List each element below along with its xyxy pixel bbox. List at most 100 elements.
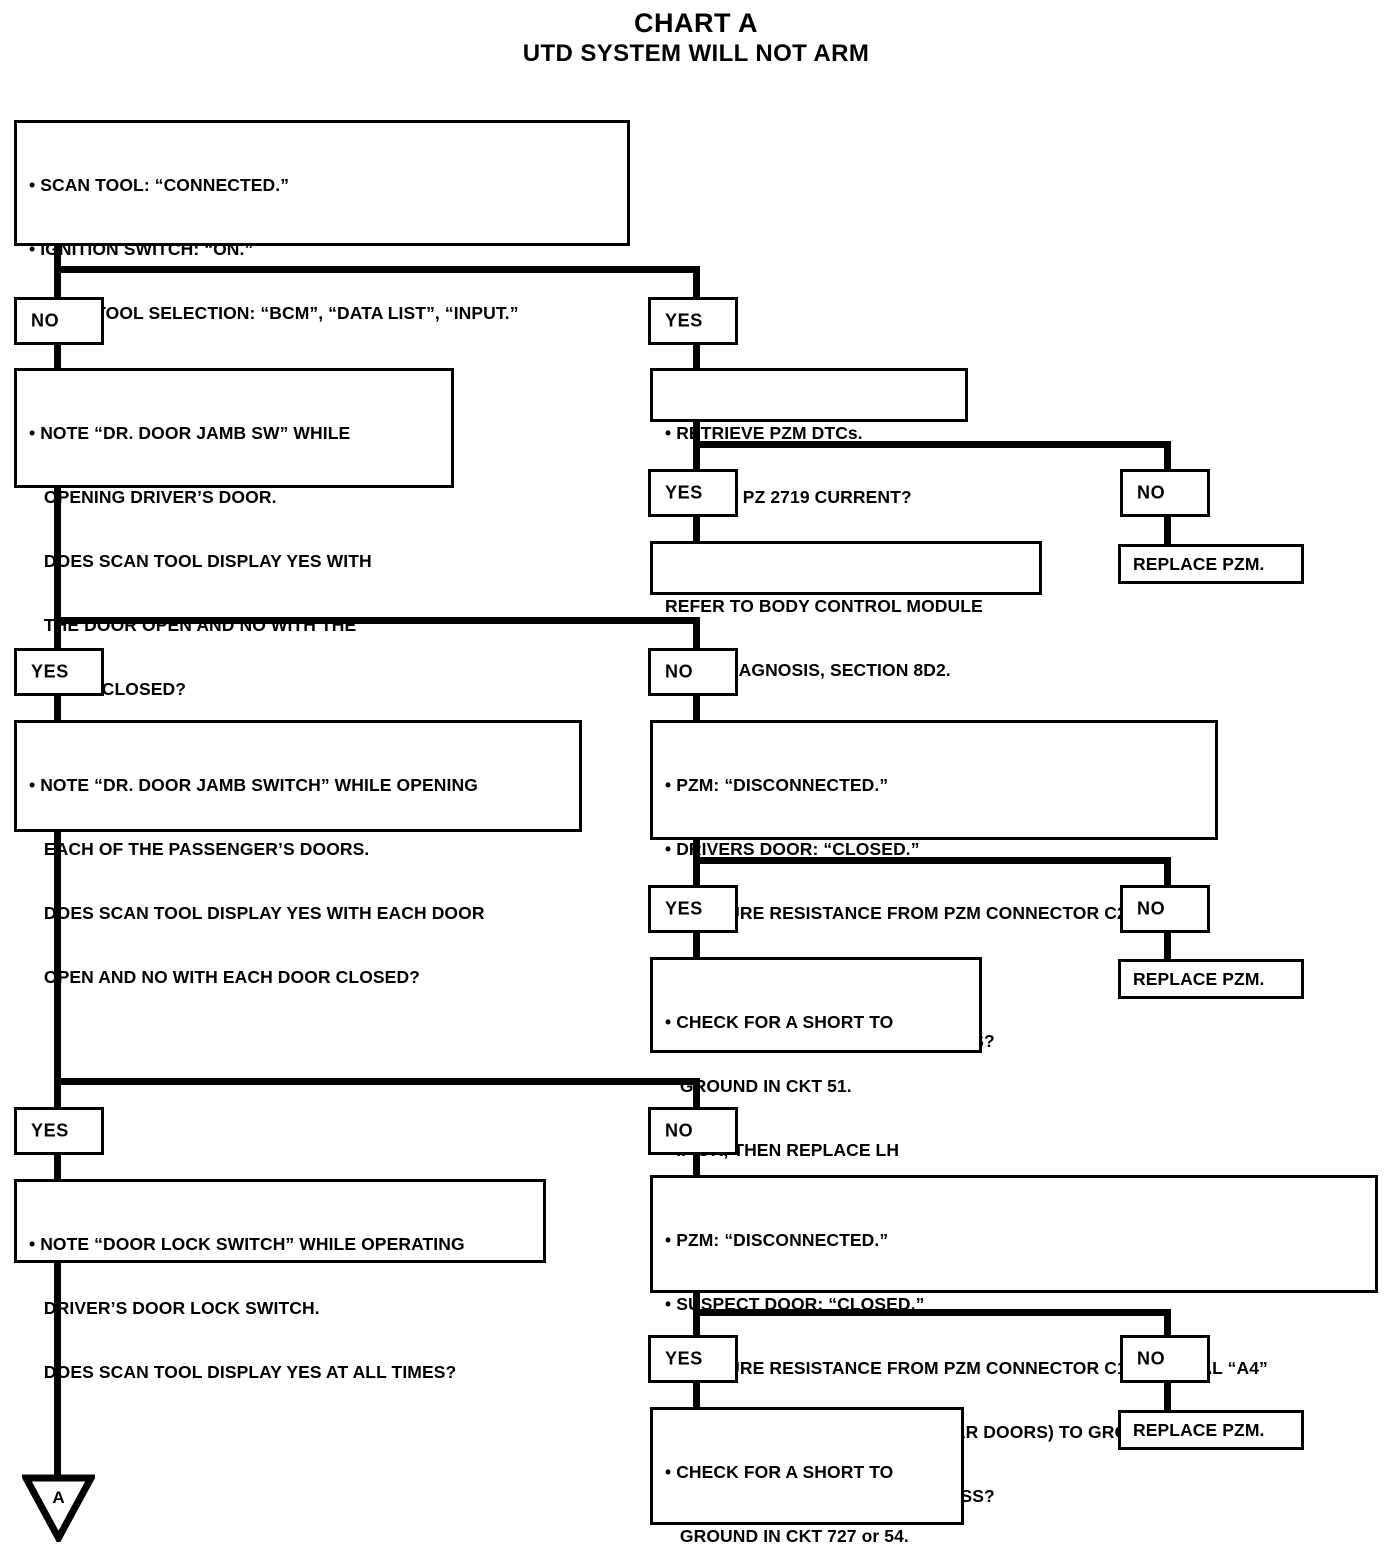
node-line: REPLACE PZM. [1133, 553, 1265, 574]
connector-line [54, 266, 61, 299]
node-line: OPENING DRIVER’S DOOR. [29, 486, 277, 507]
triangle-down-icon [20, 1474, 97, 1546]
node-line: • NOTE “DR. DOOR JAMB SWITCH” WHILE OPEN… [29, 774, 478, 795]
answer-label: YES [665, 898, 703, 919]
connector-line [693, 418, 700, 448]
connector-line [54, 1078, 700, 1085]
node-short-ckt-727-54: • CHECK FOR A SHORT TO GROUND IN CKT 727… [650, 1407, 964, 1546]
connector-line [1164, 1309, 1171, 1336]
connector-line [54, 1078, 61, 1108]
chart-title: CHART A [634, 8, 758, 38]
node-line: • PZM: “DISCONNECTED.” [665, 1229, 889, 1250]
connector-line [54, 266, 700, 273]
node-line: • IGNITION SWITCH: “ON.” [29, 238, 254, 259]
node-line: OPEN AND NO WITH EACH DOOR CLOSED? [29, 966, 420, 987]
answer-label: NO [665, 1120, 694, 1141]
node-line: • NOTE “DR. DOOR JAMB SW” WHILE [29, 422, 351, 443]
answer-label: NO [31, 310, 60, 331]
connector-line [54, 243, 61, 273]
connector-line [54, 1262, 61, 1478]
node-line: THE DOOR OPEN AND NO WITH THE [29, 614, 357, 635]
answer-yes-c1[interactable]: YES [648, 1335, 738, 1383]
node-line: GROUND IN CKT 51. [665, 1075, 852, 1096]
connector-line [1164, 515, 1171, 545]
connector-line [693, 857, 700, 886]
node-door-lock-switch: • NOTE “DOOR LOCK SWITCH” WHILE OPERATIN… [14, 1179, 546, 1382]
node-replace-pzm-1: REPLACE PZM. [1118, 544, 1304, 584]
node-line: • SUSPECT DOOR: “CLOSED.” [665, 1293, 925, 1314]
node-line: • PZM: “DISCONNECTED.” [665, 774, 889, 795]
node-line: • NOTE “DOOR LOCK SWITCH” WHILE OPERATIN… [29, 1233, 465, 1254]
node-line: DOES SCAN TOOL DISPLAY YES AT ALL TIMES? [29, 1361, 457, 1382]
node-line: REFER TO BODY CONTROL MODULE [665, 595, 983, 616]
answer-yes-start[interactable]: YES [648, 297, 738, 345]
node-line: REPLACE PZM. [1133, 968, 1265, 989]
answer-no-jamb[interactable]: NO [648, 648, 738, 696]
node-line: • CHECK FOR A SHORT TO [665, 1011, 894, 1032]
answer-yes-c2[interactable]: YES [648, 885, 738, 933]
node-replace-pzm-3: REPLACE PZM. [1118, 1410, 1304, 1450]
connector-line [1164, 1381, 1171, 1410]
answer-yes-passenger[interactable]: YES [14, 1107, 104, 1155]
answer-no-passenger[interactable]: NO [648, 1107, 738, 1155]
connector-line [54, 880, 61, 1080]
connector-line [693, 1309, 700, 1336]
answer-no-c1[interactable]: NO [1120, 1335, 1210, 1383]
node-line: • SCAN TOOL: “CONNECTED.” [29, 174, 290, 195]
answer-no-start[interactable]: NO [14, 297, 104, 345]
connector-line [693, 1288, 700, 1316]
connector-line [693, 1155, 700, 1181]
answer-label: YES [665, 1348, 703, 1369]
answer-label: YES [31, 1120, 69, 1141]
connector-label: A [52, 1488, 65, 1507]
connector-line [693, 1381, 700, 1408]
connector-line [693, 441, 700, 469]
connector-line [1164, 441, 1171, 469]
answer-label: YES [665, 482, 703, 503]
answer-no-c2[interactable]: NO [1120, 885, 1210, 933]
answer-yes-dtc[interactable]: YES [648, 469, 738, 517]
connector-line [54, 696, 61, 722]
connector-line [693, 345, 700, 370]
connector-line [54, 345, 61, 370]
connector-line [693, 441, 1171, 448]
answer-label: NO [1137, 482, 1166, 503]
connector-line [693, 857, 1171, 864]
connector-line [1164, 857, 1171, 886]
node-line: DRIVER’S DOOR LOCK SWITCH. [29, 1297, 320, 1318]
connector-line [54, 832, 61, 884]
node-replace-pzm-2: REPLACE PZM. [1118, 959, 1304, 999]
answer-yes-jamb[interactable]: YES [14, 648, 104, 696]
node-measure-c2-d6: • PZM: “DISCONNECTED.” • DRIVERS DOOR: “… [650, 720, 1218, 1051]
node-short-ckt-51: • CHECK FOR A SHORT TO GROUND IN CKT 51.… [650, 957, 982, 1224]
connector-line [693, 931, 700, 958]
connector-line [693, 617, 700, 651]
node-line: • DRIVERS DOOR: “CLOSED.” [665, 838, 920, 859]
node-line: • MEASURE RESISTANCE FROM PZM CONNECTOR … [665, 1357, 1268, 1378]
answer-label: YES [31, 661, 69, 682]
connector-line [693, 696, 700, 722]
connector-line [54, 1155, 61, 1181]
connector-line [693, 836, 700, 864]
connector-line [693, 1309, 1171, 1316]
connector-line [1164, 931, 1171, 960]
node-line: • SCAN TOOL SELECTION: “BCM”, “DATA LIST… [29, 302, 519, 323]
answer-no-dtc[interactable]: NO [1120, 469, 1210, 517]
answer-label: NO [665, 661, 694, 682]
connector-line [54, 617, 61, 651]
node-line: • RETRIEVE PZM DTCs. [665, 422, 863, 443]
chart-subtitle: UTD SYSTEM WILL NOT ARM [522, 40, 870, 67]
connector-line [693, 515, 700, 542]
offpage-connector-a: A [20, 1474, 97, 1546]
node-refer-bcm: REFER TO BODY CONTROL MODULE CODE DIAGNO… [650, 541, 1042, 680]
node-line: DOES SCAN TOOL DISPLAY YES WITH EACH DOO… [29, 902, 485, 923]
connector-line [54, 486, 61, 624]
node-passenger-doors: • NOTE “DR. DOOR JAMB SWITCH” WHILE OPEN… [14, 720, 582, 987]
node-retrieve-pzm-dtcs: • RETRIEVE PZM DTCs. IS DTC PZ 2719 CURR… [650, 368, 968, 507]
answer-label: YES [665, 310, 703, 331]
node-line: • CHECK FOR A SHORT TO [665, 1461, 894, 1482]
answer-label: NO [1137, 898, 1166, 919]
node-dr-door-jamb-sw: • NOTE “DR. DOOR JAMB SW” WHILE OPENING … [14, 368, 454, 699]
node-line: REPLACE PZM. [1133, 1419, 1265, 1440]
